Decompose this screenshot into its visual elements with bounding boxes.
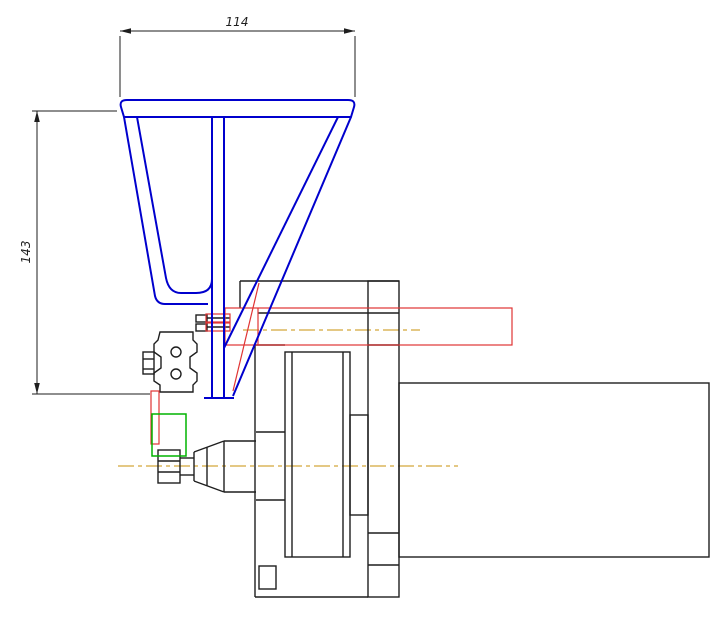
shaft-cone-top[interactable] xyxy=(193,440,225,453)
motor-body[interactable] xyxy=(398,382,710,558)
bracket-left-leg-inner[interactable] xyxy=(136,116,213,294)
dim-width-arrow-right xyxy=(344,28,355,34)
side-cover[interactable] xyxy=(349,414,369,516)
dimensions: 114 143 xyxy=(19,15,356,395)
bottom-boss[interactable] xyxy=(258,565,277,590)
dim-height-label[interactable]: 143 xyxy=(19,241,33,264)
clamp-lobe-bottom[interactable] xyxy=(170,368,182,380)
dim-width-arrow-left xyxy=(120,28,131,34)
bracket-right-brace-outer[interactable] xyxy=(232,116,352,397)
clamp[interactable] xyxy=(153,331,198,393)
highlight-bolt-top[interactable] xyxy=(205,313,231,323)
highlight-bolt-bottom[interactable] xyxy=(205,322,231,332)
bracket-top-flange[interactable] xyxy=(119,99,356,118)
selected-part[interactable] xyxy=(151,413,187,457)
coupling[interactable] xyxy=(157,449,181,484)
highlight-diagonal-edge[interactable] xyxy=(232,282,260,392)
bracket-left-leg-outer[interactable] xyxy=(123,116,208,305)
dim-height-arrow-bottom xyxy=(34,383,40,394)
highlight-link[interactable] xyxy=(150,390,160,445)
centerlines xyxy=(118,329,458,467)
dim-width-label[interactable]: 114 xyxy=(226,15,249,29)
dimension-height[interactable]: 143 xyxy=(19,110,150,395)
dim-height-arrow-top xyxy=(34,111,40,122)
clamp-bolt[interactable] xyxy=(142,351,155,375)
shaft-cone-bottom[interactable] xyxy=(193,480,225,493)
dimension-width[interactable]: 114 xyxy=(119,15,356,97)
selection-box[interactable] xyxy=(151,413,187,457)
bracket-right-brace-inner[interactable] xyxy=(223,116,339,349)
clamp-lobe-top[interactable] xyxy=(170,346,182,358)
mounting-bracket[interactable] xyxy=(119,99,356,399)
